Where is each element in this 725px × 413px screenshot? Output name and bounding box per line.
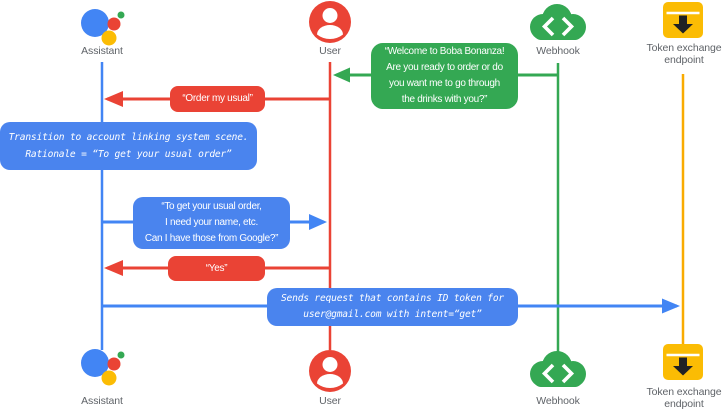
token-endpoint-icon xyxy=(661,342,705,382)
token-endpoint-label: Token exchange endpoint xyxy=(646,386,722,410)
webhook-label: Webhook xyxy=(536,45,580,57)
user-icon xyxy=(309,1,351,43)
assistant-icon xyxy=(81,349,125,386)
message-order-usual: “Order my usual” xyxy=(170,86,265,112)
token-endpoint-label: Token exchange endpoint xyxy=(646,42,722,66)
assistant-label: Assistant xyxy=(81,395,123,407)
note-transition-account-linking: Transition to account linking system sce… xyxy=(0,122,257,170)
webhook-cloud-icon xyxy=(528,2,588,42)
message-yes: “Yes” xyxy=(168,256,265,281)
webhook-cloud-icon xyxy=(528,349,588,389)
token-endpoint-icon xyxy=(661,0,705,40)
message-ask-info: “To get your usual order, I need your na… xyxy=(133,197,290,249)
assistant-icon xyxy=(81,9,125,46)
message-welcome: “Welcome to Boba Bonanza! Are you ready … xyxy=(371,43,518,109)
user-icon xyxy=(309,350,351,392)
user-label: User xyxy=(319,395,341,407)
note-sends-request-id-token: Sends request that contains ID token for… xyxy=(267,288,518,326)
user-label: User xyxy=(319,45,341,57)
assistant-label: Assistant xyxy=(81,45,123,57)
webhook-label: Webhook xyxy=(536,395,580,407)
